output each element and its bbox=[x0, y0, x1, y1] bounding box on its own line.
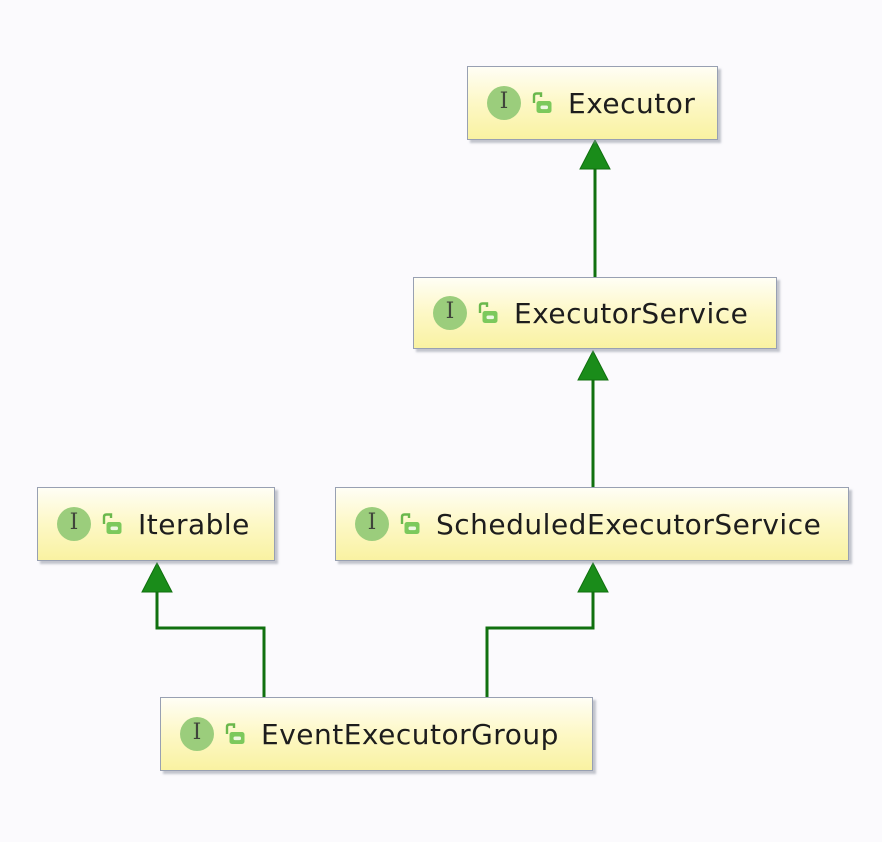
public-unlocked-padlock-icon bbox=[532, 92, 552, 113]
interface-icon-letter: I bbox=[69, 510, 79, 535]
node-scheduled-executor-service[interactable]: I ScheduledExecutorService bbox=[335, 487, 849, 561]
public-unlocked-padlock-icon bbox=[478, 302, 498, 323]
interface-icon: I bbox=[57, 507, 91, 541]
node-event-executor-group[interactable]: I EventExecutorGroup bbox=[160, 697, 593, 771]
node-label-event-executor-group: EventExecutorGroup bbox=[261, 717, 559, 751]
interface-icon: I bbox=[180, 717, 214, 751]
interface-icon-letter: I bbox=[367, 510, 377, 535]
public-unlocked-padlock-icon bbox=[225, 723, 245, 744]
interface-icon-letter: I bbox=[499, 89, 509, 114]
public-unlocked-padlock-icon bbox=[400, 513, 420, 534]
node-executor[interactable]: I Executor bbox=[467, 66, 718, 140]
node-iterable[interactable]: I Iterable bbox=[37, 487, 275, 561]
public-unlocked-padlock-icon bbox=[102, 513, 122, 534]
interface-icon-letter: I bbox=[445, 299, 455, 324]
edge-eventexecutorgroup-to-scheduledexecutorservice bbox=[485, 561, 609, 697]
edge-eventexecutorgroup-to-iterable bbox=[141, 561, 266, 697]
node-label-executor-service: ExecutorService bbox=[514, 296, 749, 330]
node-label-scheduled-executor-service: ScheduledExecutorService bbox=[436, 507, 822, 541]
interface-icon: I bbox=[433, 296, 467, 330]
interface-icon: I bbox=[355, 507, 389, 541]
node-label-executor: Executor bbox=[568, 86, 696, 120]
interface-icon-letter: I bbox=[192, 720, 202, 745]
edge-scheduledexecutorservice-to-executorservice bbox=[577, 349, 609, 487]
node-executor-service[interactable]: I ExecutorService bbox=[413, 277, 777, 349]
interface-icon: I bbox=[487, 86, 521, 120]
edge-executorservice-to-executor bbox=[579, 138, 611, 277]
node-label-iterable: Iterable bbox=[138, 507, 250, 541]
